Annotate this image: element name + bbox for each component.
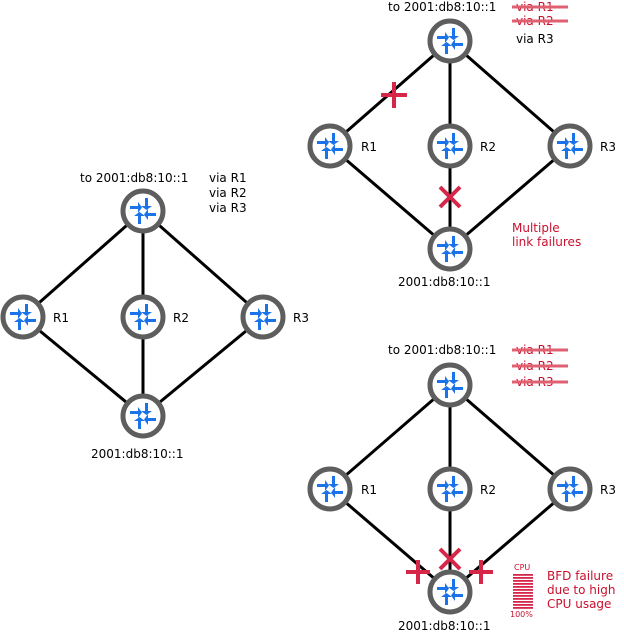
link-top-r3 (449, 39, 571, 148)
route-destination: to 2001:db8:10::1 (388, 0, 496, 14)
router-icon (550, 469, 590, 509)
cpu-bar-segment (513, 598, 533, 600)
link-r1-dest (329, 487, 451, 594)
destination-label: 2001:db8:10::1 (398, 275, 490, 289)
cross-icon (381, 82, 407, 108)
router-icon (430, 365, 470, 405)
router-icon (3, 297, 43, 337)
panel-link-failures: to 2001:db8:10::1 via R1 via R2 via R3 R… (310, 0, 616, 289)
destination-label: 2001:db8:10::1 (91, 447, 183, 461)
link-top-r1 (22, 209, 144, 319)
router-label-r2: R2 (480, 483, 496, 497)
router-label-r2: R2 (173, 311, 189, 325)
router-icon (430, 126, 470, 166)
cross-icon (406, 560, 430, 584)
route-destination: to 2001:db8:10::1 (388, 343, 496, 357)
router-label-r1: R1 (53, 311, 69, 325)
cpu-label: CPU (514, 563, 530, 572)
cpu-bar-segment (513, 577, 533, 579)
link-top-r1 (329, 383, 451, 491)
failure-note: link failures (512, 235, 581, 249)
link-r3-dest (449, 144, 571, 251)
bfd-note: due to high (547, 583, 615, 597)
router-label-r1: R1 (361, 483, 377, 497)
router-icon (243, 297, 283, 337)
cpu-bar-segment (513, 574, 533, 576)
failure-note: Multiple (512, 221, 560, 235)
link-r3-dest (142, 315, 264, 418)
bfd-note: BFD failure (547, 569, 613, 583)
link-top-r3 (449, 383, 571, 491)
cpu-level-label: 100% (510, 610, 533, 619)
cpu-bar-segment (513, 583, 533, 585)
link-r3-dest (449, 487, 571, 594)
router-label-r3: R3 (600, 483, 616, 497)
panel-bfd-failure: to 2001:db8:10::1 via R1 via R2 via R3 R… (310, 343, 616, 633)
router-icon (310, 126, 350, 166)
router-label-r3: R3 (600, 140, 616, 154)
cpu-bar-icon: CPU 100% (510, 563, 533, 619)
cpu-bar-segment (513, 592, 533, 594)
cross-icon (438, 185, 462, 209)
cross-icon (438, 547, 462, 571)
router-label-r1: R1 (361, 140, 377, 154)
router-icon (123, 191, 163, 231)
router-icon (430, 572, 470, 612)
cpu-bar-segment (513, 607, 533, 609)
bfd-note: CPU usage (547, 597, 611, 611)
router-label-r3: R3 (293, 311, 309, 325)
router-icon (123, 297, 163, 337)
route-destination: to 2001:db8:10::1 (80, 171, 188, 185)
router-icon (550, 126, 590, 166)
route-via: via R2 (209, 186, 247, 200)
cpu-bar-segment (513, 595, 533, 597)
router-icon (310, 469, 350, 509)
router-icon (430, 229, 470, 269)
cpu-bar-segment (513, 589, 533, 591)
router-icon (430, 21, 470, 61)
cross-icon (469, 560, 493, 584)
route-via: via R3 (516, 32, 554, 46)
route-via: via R1 (209, 171, 247, 185)
cpu-bar-segment (513, 580, 533, 582)
link-top-r3 (142, 209, 264, 319)
router-label-r2: R2 (480, 140, 496, 154)
router-icon (430, 469, 470, 509)
route-via: via R3 (209, 201, 247, 215)
link-r1-dest (329, 144, 451, 251)
cpu-bar-segment (513, 604, 533, 606)
cpu-bar-segment (513, 601, 533, 603)
link-r1-dest (22, 315, 144, 418)
router-icon (123, 396, 163, 436)
panel-baseline: to 2001:db8:10::1 via R1 via R2 via R3 R… (3, 171, 309, 461)
destination-label: 2001:db8:10::1 (398, 619, 490, 632)
cpu-bar-segment (513, 586, 533, 588)
